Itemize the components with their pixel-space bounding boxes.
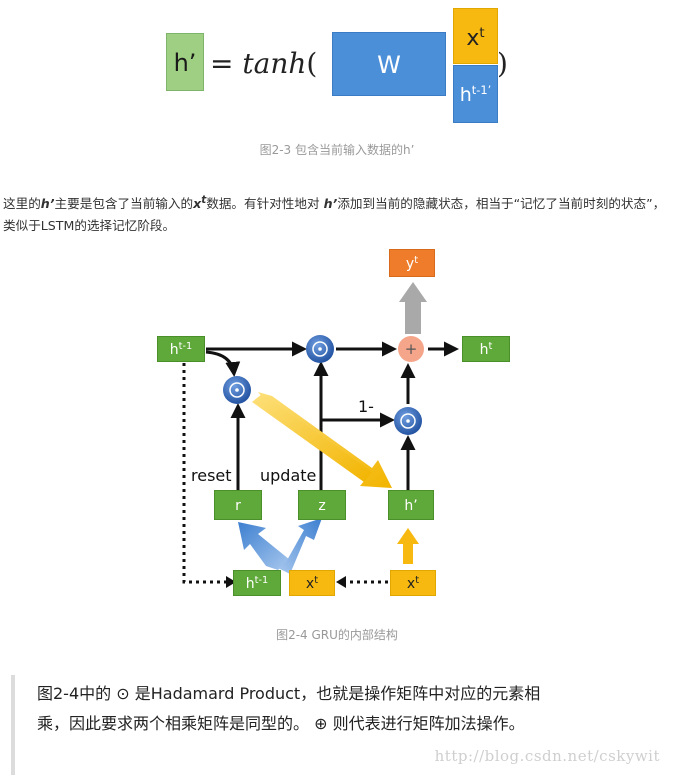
para-h-prime: h’ xyxy=(40,196,55,212)
para-x-sup: t xyxy=(201,194,207,206)
para-text-4: 添加到当前的隐藏状态，相当于“记忆了当前时刻的状态”，类似于LSTM的选择记忆阶… xyxy=(3,196,666,234)
quote-part-1: 图2-4中的 xyxy=(37,684,117,703)
figure2-caption: 图2-4 GRU的内部结构 xyxy=(276,628,398,642)
para-text-3: 数据。有针对性地对 xyxy=(206,196,324,212)
odot-node-reset xyxy=(223,376,251,404)
odot-node-right xyxy=(394,407,422,435)
gru-h-prev-top: ht-1 xyxy=(157,336,205,362)
para-text-1: 这里的 xyxy=(3,196,41,212)
yellow-arrow-to-hcand xyxy=(397,528,419,564)
oplus-symbol: ⊕ xyxy=(314,714,328,733)
gru-y-output: yt xyxy=(389,249,435,277)
figure1-caption: 图2-3 包含当前输入数据的h’ xyxy=(259,143,415,157)
eq-func: tanh xyxy=(242,47,307,80)
eq-h-prime-box: h’ xyxy=(166,33,204,91)
quote-block: 图2-4中的 ⊙ 是Hadamard Product，也就是操作矩阵中对应的元素… xyxy=(11,675,671,775)
eq-x-base: x xyxy=(466,26,480,51)
eq-xt-box: xt xyxy=(453,8,498,64)
h-prev-bottom-base: h xyxy=(245,576,255,592)
label-one-minus: 1- xyxy=(358,397,374,416)
y-out-sup: t xyxy=(414,255,419,267)
para-text-2: 主要是包含了当前输入的 xyxy=(54,196,194,212)
h-out-base: h xyxy=(479,342,489,358)
blue-arrow-to-z xyxy=(278,518,322,574)
output-grey-arrow xyxy=(399,282,427,334)
h-prev-bottom-sup: t-1 xyxy=(254,575,269,587)
body-paragraph: 这里的h’主要是包含了当前输入的xt数据。有针对性地对 h’添加到当前的隐藏状态… xyxy=(3,189,668,237)
arrow-hprev-to-reset-odot xyxy=(205,350,241,377)
h-out-sup: t xyxy=(488,341,493,353)
yellow-diagonal-arrow xyxy=(252,392,392,488)
odot-symbol: ⊙ xyxy=(116,684,130,703)
x-mid-sup: t xyxy=(314,575,319,587)
h-prev-top-sup: t-1 xyxy=(178,341,193,353)
label-update: update xyxy=(260,466,317,485)
quote-part-2: 是Hadamard Product，也就是操作矩阵中对应的元素相乘，因此要求两个… xyxy=(37,684,541,733)
gru-h-prev-bottom: ht-1 xyxy=(233,570,281,596)
gru-h-candidate: h’ xyxy=(388,490,434,520)
x-mid-base: x xyxy=(305,576,315,592)
gru-reset-gate: r xyxy=(214,490,262,520)
eq-open-paren: ( xyxy=(306,47,318,80)
quote-part-3: 则代表进行矩阵加法操作。 xyxy=(327,714,525,733)
x-right-sup: t xyxy=(415,575,420,587)
eq-tanh: = tanh( xyxy=(210,40,317,88)
gru-h-out: ht xyxy=(462,336,510,362)
eq-h-sup: t-1’ xyxy=(471,83,492,98)
dotted-arrow-head-left xyxy=(226,576,236,588)
eq-ht1-box: ht-1’ xyxy=(453,65,498,123)
eq-weight-box: W xyxy=(332,32,446,96)
blue-arrow-to-r xyxy=(238,522,290,570)
dotted-hprev-loop xyxy=(182,363,228,584)
gru-x-mid: xt xyxy=(289,570,335,596)
para-xt: xt xyxy=(193,194,207,212)
eq-close-paren: ) xyxy=(497,47,508,80)
eq-equals: = xyxy=(210,47,234,80)
label-reset: reset xyxy=(191,466,232,485)
odot-node-top xyxy=(306,335,334,363)
quote-text: 图2-4中的 ⊙ 是Hadamard Product，也就是操作矩阵中对应的元素… xyxy=(37,679,557,739)
plus-node-symbol: + xyxy=(405,340,418,358)
gru-update-gate: z xyxy=(298,490,346,520)
eq-h-base: h xyxy=(459,84,472,106)
h-prev-top-base: h xyxy=(169,342,179,358)
x-right-base: x xyxy=(406,576,416,592)
dotted-arrow-head-right xyxy=(336,576,346,588)
para-x-base: x xyxy=(193,196,202,212)
watermark: http://blog.csdn.net/cskywit xyxy=(434,747,660,765)
gru-x-right: xt xyxy=(390,570,436,596)
y-out-base: y xyxy=(405,256,415,272)
para-h-prime-2: h’ xyxy=(323,196,338,212)
plus-node xyxy=(398,336,424,362)
eq-x-sup: t xyxy=(479,26,485,42)
